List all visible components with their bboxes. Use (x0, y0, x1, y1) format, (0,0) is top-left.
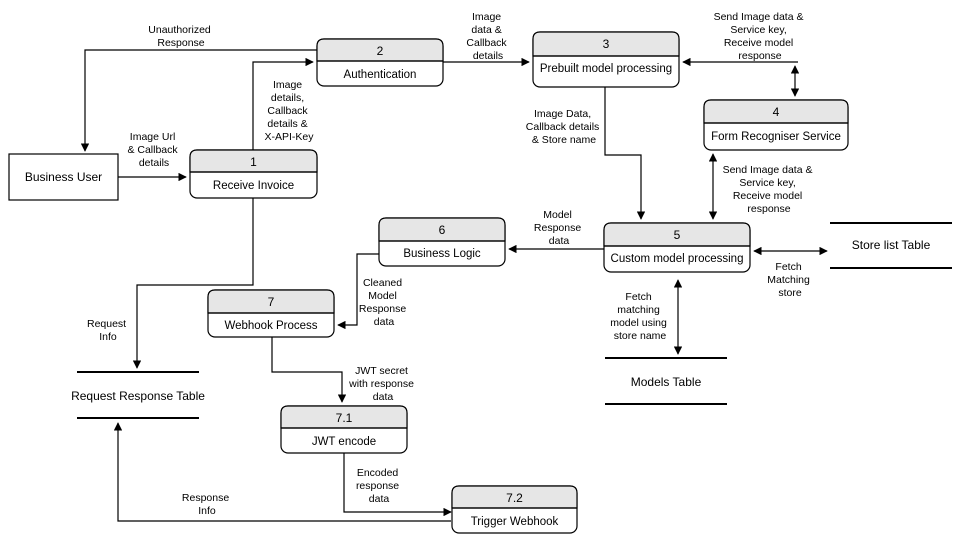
label-response-info: Response Info (182, 492, 232, 517)
process-6-number: 6 (439, 223, 446, 237)
process-4-form-recogniser[interactable]: 4 Form Recogniser Service (703, 99, 849, 151)
process-1-number: 1 (250, 155, 257, 169)
label-fetch-matching-store: Fetch Matching store (767, 261, 813, 299)
flow-cleaned-model (337, 253, 379, 330)
request-response-table[interactable]: Request Response Table (71, 371, 205, 419)
process-7-2-trigger-webhook[interactable]: 7.2 Trigger Webhook (451, 485, 578, 534)
flow-request-info (132, 198, 254, 369)
process-7-1-name: JWT encode (312, 436, 376, 448)
store-list-table[interactable]: Store list Table (830, 222, 952, 269)
label-model-response: Model Response data (534, 209, 584, 247)
store-list-table-label: Store list Table (852, 238, 931, 252)
models-table-label: Models Table (631, 375, 702, 389)
label-image-details: Image details, Callback details & X-API-… (264, 79, 314, 143)
label-send-image-top: Send Image data & Service key, Receive m… (714, 11, 807, 62)
process-7-name: Webhook Process (224, 320, 317, 332)
process-2-number: 2 (377, 44, 384, 58)
external-business-user-label: Business User (25, 170, 102, 184)
flow-encoded-response (343, 453, 452, 517)
label-cleaned-model: Cleaned Model Response data (359, 277, 409, 328)
flow-jwt-secret (271, 337, 347, 403)
process-7-number: 7 (268, 295, 275, 309)
process-4-name: Form Recogniser Service (711, 131, 841, 143)
process-5-custom-model[interactable]: 5 Custom model processing (603, 222, 751, 273)
process-3-prebuilt-model[interactable]: 3 Prebuilt model processing (532, 31, 680, 88)
flow-unauthorized-response (80, 49, 317, 152)
label-send-image-mid: Send Image data & Service key, Receive m… (723, 164, 816, 215)
label-jwt-secret: JWT secret with response data (348, 365, 417, 403)
process-1-receive-invoice[interactable]: 1 Receive Invoice (189, 149, 318, 199)
flow-labels: Unauthorized Response Image Url & Callba… (87, 11, 816, 517)
label-image-url: Image Url & Callback details (127, 131, 180, 169)
process-7-webhook[interactable]: 7 Webhook Process (207, 289, 335, 338)
label-encoded-response: Encoded response data (356, 467, 402, 505)
process-1-name: Receive Invoice (213, 180, 294, 192)
label-fetch-matching-model: Fetch matching model using store name (610, 291, 670, 342)
label-request-info: Request Info (87, 318, 129, 343)
process-7-2-number: 7.2 (506, 491, 523, 505)
flow-lines (80, 49, 828, 522)
external-business-user[interactable]: Business User (8, 153, 119, 201)
process-3-name: Prebuilt model processing (540, 63, 672, 75)
process-7-1-jwt-encode[interactable]: 7.1 JWT encode (280, 405, 408, 454)
flow-response-info (113, 422, 451, 522)
process-2-authentication[interactable]: 2 Authentication (316, 38, 444, 87)
label-image-data-store: Image Data, Callback details & Store nam… (526, 108, 602, 146)
process-3-number: 3 (603, 37, 610, 51)
process-7-1-number: 7.1 (336, 411, 353, 425)
process-5-number: 5 (674, 228, 681, 242)
process-6-name: Business Logic (403, 248, 481, 260)
process-5-name: Custom model processing (611, 253, 744, 265)
process-7-2-name: Trigger Webhook (471, 516, 559, 528)
models-table[interactable]: Models Table (605, 357, 727, 405)
flow-image-data-store (604, 87, 646, 220)
process-2-name: Authentication (344, 69, 417, 81)
label-unauthorized-response: Unauthorized Response (148, 24, 213, 49)
flow-image-details (252, 57, 314, 150)
process-6-business-logic[interactable]: 6 Business Logic (378, 217, 506, 267)
request-response-table-label: Request Response Table (71, 389, 205, 403)
process-4-number: 4 (773, 105, 780, 119)
label-image-data-callback: Image data & Callback details (466, 11, 509, 62)
